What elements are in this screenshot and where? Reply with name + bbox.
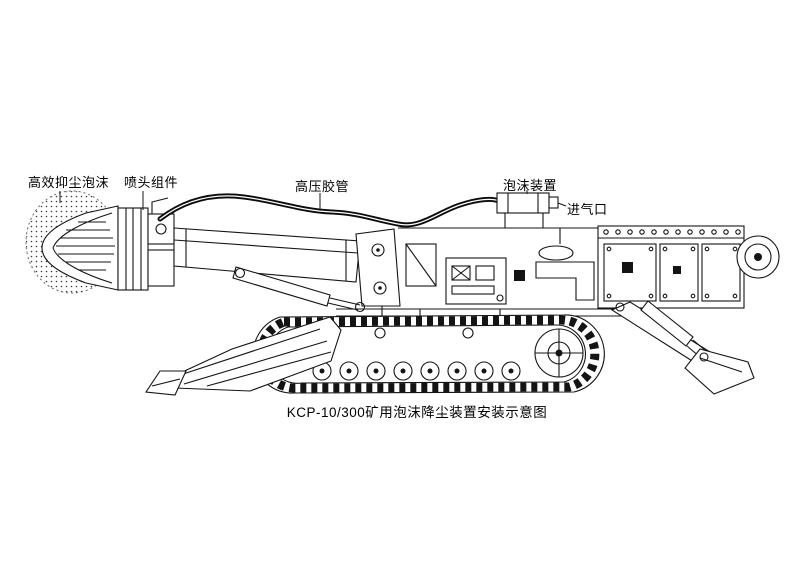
cutter-head xyxy=(41,205,119,291)
diagram-caption: KCP-10/300矿用泡沫降尘装置安装示意图 xyxy=(286,405,548,420)
label-foam-device: 泡沫装置 xyxy=(503,178,558,193)
machine-body xyxy=(398,227,598,305)
label-foam: 高效抑尘泡沫 xyxy=(28,175,110,190)
label-air-inlet: 进气口 xyxy=(567,202,608,217)
chassis-frame xyxy=(336,306,626,317)
nozzle-assembly xyxy=(117,197,175,291)
boom-arm xyxy=(173,227,401,307)
electrical-cabinet xyxy=(597,225,745,309)
label-hose: 高压胶管 xyxy=(295,179,350,194)
loading-apron xyxy=(145,316,342,396)
air-inlet-port xyxy=(548,196,559,209)
foam-device xyxy=(496,192,559,228)
rear-stabilizer xyxy=(610,300,755,395)
leader-lines xyxy=(59,190,567,210)
high-pressure-hose xyxy=(157,193,502,228)
label-nozzle: 喷头组件 xyxy=(124,175,179,190)
cable-reel xyxy=(736,235,780,279)
